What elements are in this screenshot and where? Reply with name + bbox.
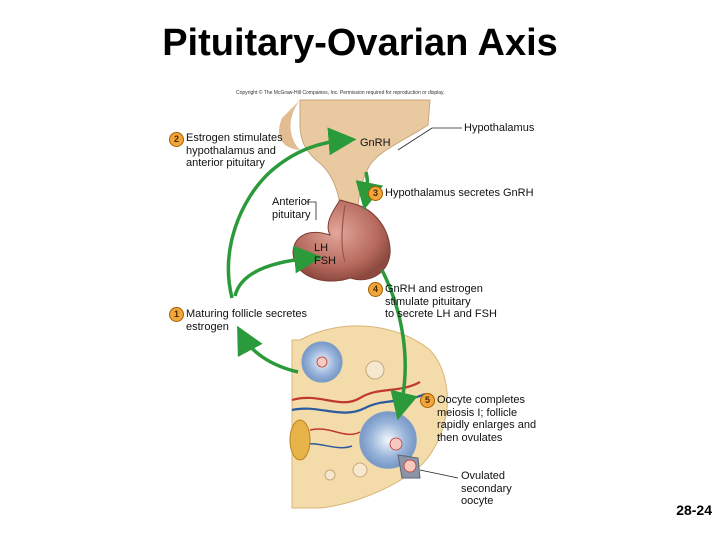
step-1-text: Maturing follicle secretes estrogen [186, 308, 308, 333]
step-5-badge: 5 [420, 393, 435, 408]
slide-number: 28-24 [676, 502, 712, 518]
anterior-pituitary-label: Anterior pituitary [272, 196, 311, 221]
step-4-badge: 4 [368, 282, 383, 297]
step-4-text: GnRH and estrogen stimulate pituitary to… [385, 283, 497, 320]
step-5-text: Oocyte completes meiosis I; follicle rap… [437, 394, 537, 444]
ovary-section [289, 325, 448, 509]
gnrh-label: GnRH [360, 137, 391, 149]
step-2-text: Estrogen stimulates hypothalamus and ant… [186, 132, 283, 169]
hypothalamus-label: Hypothalamus [464, 122, 535, 134]
step-3-badge: 3 [368, 186, 383, 201]
ovulated-oocyte-label: Ovulated secondary oocyte [461, 470, 512, 507]
feedback-arrows [226, 127, 418, 421]
leader-lines [306, 127, 462, 479]
lh-fsh-label: LH FSH [314, 242, 336, 267]
slide-title: Pituitary-Ovarian Axis [162, 22, 558, 64]
copyright-notice: Copyright © The McGraw-Hill Companies, I… [236, 90, 445, 96]
step-2-badge: 2 [169, 132, 184, 147]
step-3-text: Hypothalamus secretes GnRH [385, 187, 534, 199]
step-1-badge: 1 [169, 307, 184, 322]
